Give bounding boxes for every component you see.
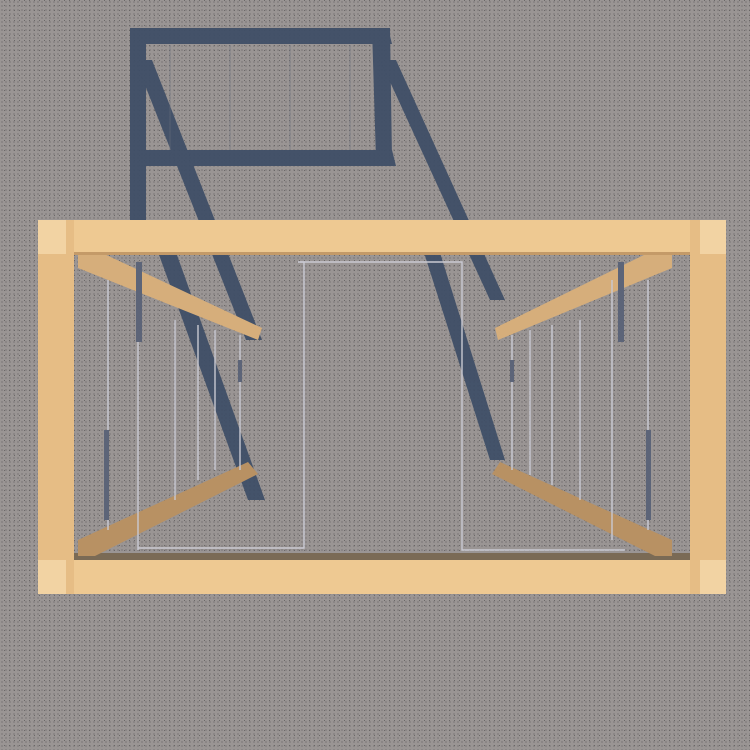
- diagonal-beams: [78, 252, 672, 556]
- turnbuckles: [104, 262, 651, 520]
- shadow-cables: [169, 45, 351, 150]
- wooden-frame: [38, 220, 726, 594]
- frame-shadow: [130, 28, 505, 500]
